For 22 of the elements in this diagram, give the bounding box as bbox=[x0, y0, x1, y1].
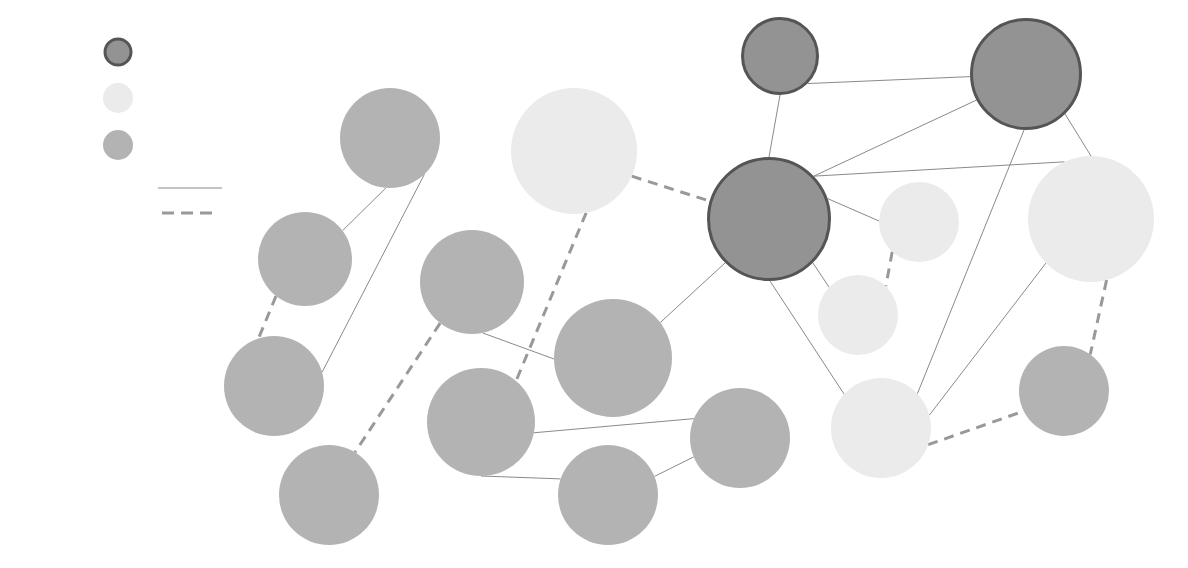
connector-line bbox=[659, 262, 726, 324]
connector-line bbox=[653, 456, 695, 477]
connector-line bbox=[321, 173, 425, 373]
connector-line bbox=[482, 332, 555, 360]
connector-line bbox=[813, 99, 977, 177]
connector-line bbox=[827, 198, 880, 222]
dashed-connector bbox=[514, 212, 588, 382]
connector-line bbox=[768, 94, 781, 158]
connector-line bbox=[812, 262, 830, 288]
dashed-connector bbox=[884, 251, 894, 287]
connector-line bbox=[533, 418, 695, 434]
connector-line bbox=[480, 475, 562, 480]
connector-line bbox=[807, 76, 971, 85]
connector-line bbox=[916, 129, 1025, 395]
connector-line bbox=[813, 161, 1066, 177]
connector-line bbox=[769, 280, 845, 395]
connector-line bbox=[1064, 113, 1092, 157]
dashed-connector bbox=[353, 322, 442, 454]
dashed-connector bbox=[257, 295, 278, 340]
dashed-connector bbox=[1088, 279, 1109, 355]
connector-line bbox=[342, 187, 387, 232]
connector-line bbox=[928, 262, 1047, 416]
